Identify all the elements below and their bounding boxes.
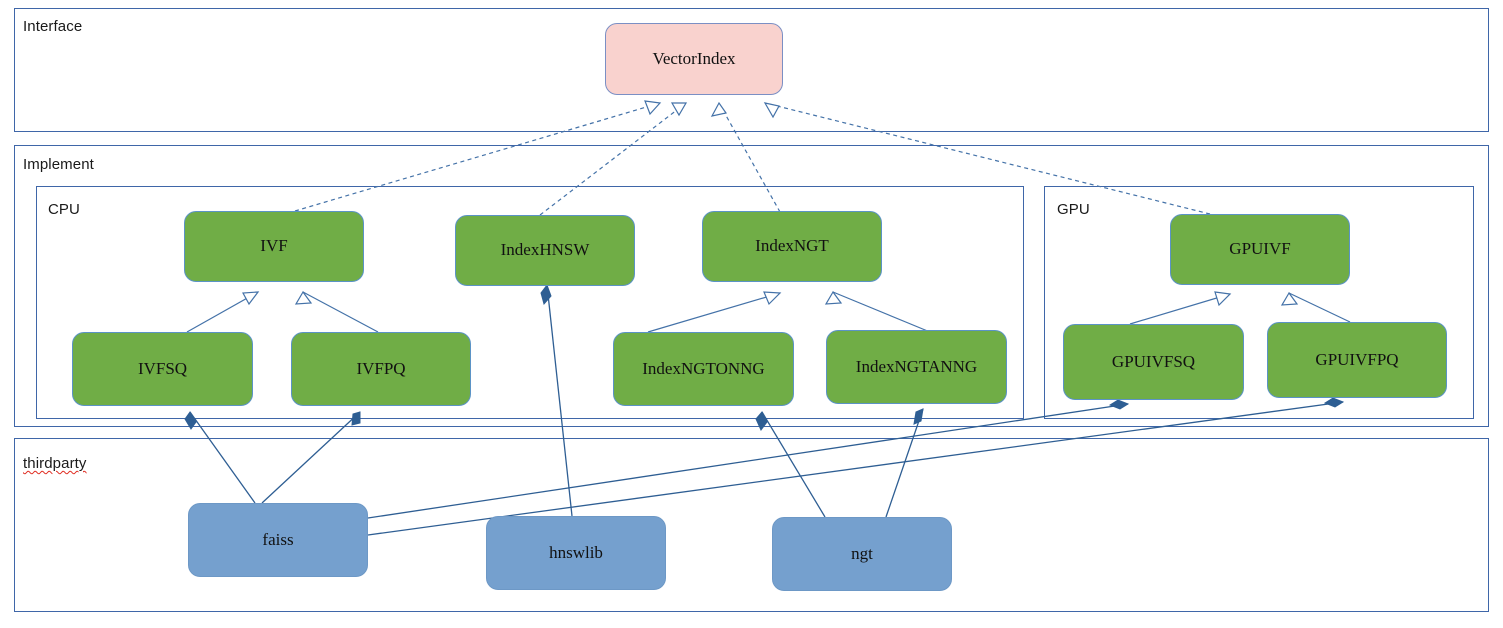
node-ivfpq[interactable]: IVFPQ [291,332,471,406]
node-ivfsq[interactable]: IVFSQ [72,332,253,406]
node-faiss[interactable]: faiss [188,503,368,577]
node-indexngtonng[interactable]: IndexNGTONNG [613,332,794,406]
node-indexngtanng[interactable]: IndexNGTANNG [826,330,1007,404]
node-ngt[interactable]: ngt [772,517,952,591]
group-label-interface: Interface [23,18,83,35]
node-gpuivfpq[interactable]: GPUIVFPQ [1267,322,1447,398]
node-indexngt[interactable]: IndexNGT [702,211,882,282]
node-vectorindex[interactable]: VectorIndex [605,23,783,95]
node-ivf[interactable]: IVF [184,211,364,282]
group-label-cpu: CPU [48,201,80,218]
node-gpuivfsq[interactable]: GPUIVFSQ [1063,324,1244,400]
node-indexhnsw[interactable]: IndexHNSW [455,215,635,286]
node-gpuivf[interactable]: GPUIVF [1170,214,1350,285]
node-hnswlib[interactable]: hnswlib [486,516,666,590]
group-label-implement: Implement [23,156,94,173]
group-label-thirdparty: thirdparty [23,455,87,472]
group-label-gpu: GPU [1057,201,1090,218]
